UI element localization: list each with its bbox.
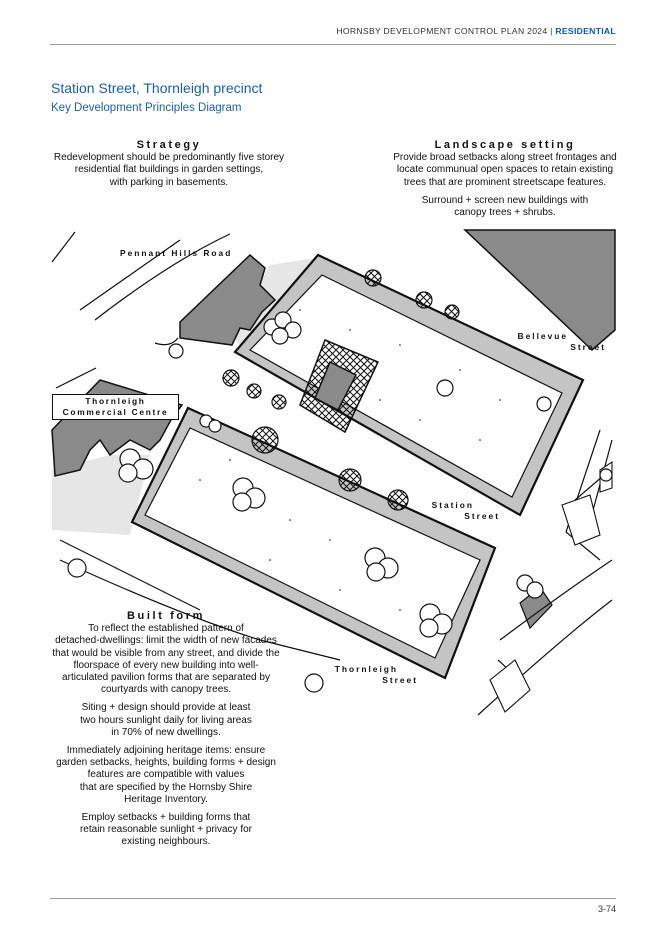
street-lines: [51, 231, 613, 716]
neighbouring-dwellings: [489, 460, 613, 713]
built-form-text: Built form To reflect the established pa…: [48, 610, 284, 849]
page-subtitle: Key Development Principles Diagram: [51, 102, 242, 114]
header-doc-title: HORNSBY DEVELOPMENT CONTROL PLAN 2024: [336, 26, 548, 36]
header-section: RESIDENTIAL: [555, 26, 616, 36]
heritage-building: [314, 360, 358, 412]
built-form-line: Siting + design should provide at least: [81, 702, 251, 714]
strategy-line: Redevelopment should be predominantly fi…: [53, 152, 285, 164]
label-street: Street: [570, 342, 606, 352]
landscape-line: locate communual open spaces to retain e…: [396, 164, 614, 176]
garden-texture: [199, 309, 501, 611]
built-form-line: floorspace of every new building into we…: [73, 659, 259, 671]
page-number: 3-74: [597, 904, 616, 914]
header-separator: |: [547, 26, 556, 36]
built-form-line: garden setbacks, heights, building forms…: [56, 757, 276, 769]
built-form-line: courtyards with canopy trees.: [100, 684, 232, 696]
running-header: HORNSBY DEVELOPMENT CONTROL PLAN 2024 | …: [336, 26, 616, 36]
landscape-heading: Landscape setting: [434, 139, 576, 151]
built-form-line: Heritage Inventory.: [124, 793, 208, 805]
built-form-line: Employ setbacks + building forms that: [81, 812, 251, 824]
strategy-heading: Strategy: [136, 139, 202, 151]
lower-block-garden: [144, 427, 481, 659]
page-title: Station Street, Thornleigh precinct: [51, 80, 263, 96]
built-form-line: articulated pavilion forms that are sepa…: [62, 672, 270, 684]
built-form-heading: Built form: [127, 610, 205, 622]
existing-building: [179, 253, 277, 346]
label-pennant-hills-road: Pennant Hills Road: [120, 248, 233, 258]
built-form-line: in 70% of new dwellings.: [111, 726, 221, 738]
built-form-line: retain reasonable sunlight + privacy for: [79, 824, 253, 836]
existing-building: [463, 229, 616, 352]
strategy-text: Strategy Redevelopment should be predomi…: [46, 139, 292, 189]
strategy-line: residential flat buildings in garden set…: [74, 164, 264, 176]
canopy-trees: [67, 311, 613, 693]
landscape-text: Landscape setting Provide broad setbacks…: [383, 139, 627, 219]
label-thornleigh-street: Thornleigh Street: [334, 664, 418, 685]
built-form-line: that are specified by the Hornsby Shire: [79, 781, 253, 793]
footer-rule: [50, 898, 616, 899]
built-form-line: detached-dwellings: limit the width of n…: [55, 635, 277, 647]
existing-trees: [222, 269, 460, 511]
landscape-line: Provide broad setbacks along street fron…: [393, 152, 617, 164]
label-bellevue-street: Bellevue Street: [496, 331, 606, 353]
built-form-line: Immediately adjoining heritage items: en…: [66, 745, 266, 757]
label-thornleigh-commercial-centre: Thornleigh Commercial Centre: [52, 394, 179, 420]
landscape-line: Surround + screen new buildings with: [421, 194, 589, 206]
header-rule: [50, 44, 616, 45]
landscape-line: trees that are prominent streetscape fea…: [403, 176, 607, 188]
built-form-line: existing neighbours.: [121, 836, 211, 848]
built-form-line: To reflect the established pattern of: [88, 623, 244, 635]
landscape-line: canopy trees + shrubs.: [454, 207, 556, 219]
built-form-line: features are compatible with values: [87, 769, 245, 781]
strategy-line: with parking in basements.: [109, 176, 229, 188]
built-form-line: two hours sunlight daily for living area…: [80, 714, 252, 726]
label-station-street: Station Street: [431, 500, 500, 521]
built-form-line: that would be visible from any street, a…: [52, 647, 280, 659]
